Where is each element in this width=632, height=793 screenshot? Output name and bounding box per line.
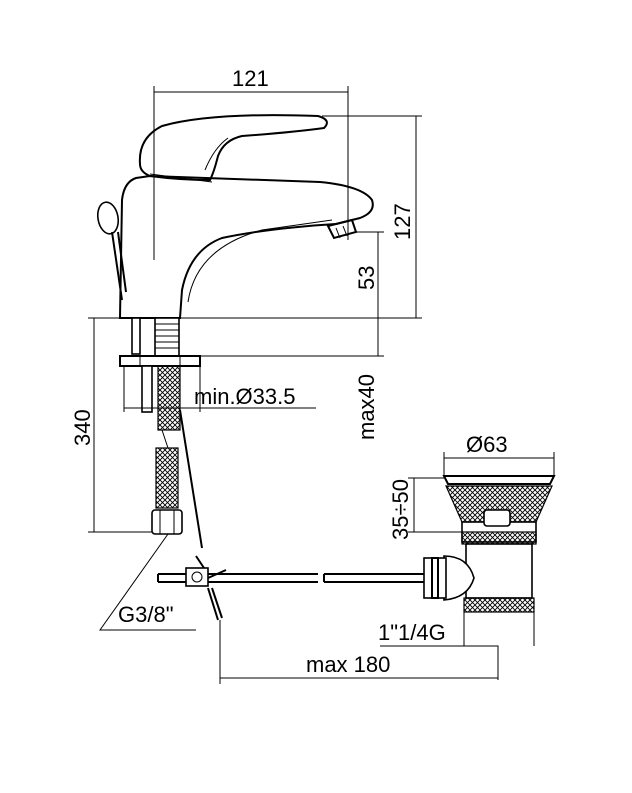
dim-hole-min: min.Ø33.5 [194,384,296,409]
dimension-lines [88,86,555,684]
dim-max40: max40 [354,374,379,440]
dim-thread-114: 1"1/4G [378,620,446,645]
dim-g38: G3/8" [118,602,174,627]
dim-spout-53: 53 [354,266,379,290]
dim-width-121: 121 [232,66,269,91]
popup-rod-assembly [157,555,426,621]
faucet-body [96,114,374,319]
dim-drain-35-50: 35÷50 [388,479,413,540]
dim-length-340: 340 [70,409,95,446]
dim-height-127: 127 [390,203,415,240]
mounting-assembly [119,317,203,549]
dim-drain-d63: Ø63 [466,432,508,457]
dimension-labels: 121 127 53 max40 min.Ø33.5 340 G3/8" Ø63… [70,66,508,677]
dim-max180: max 180 [306,652,390,677]
